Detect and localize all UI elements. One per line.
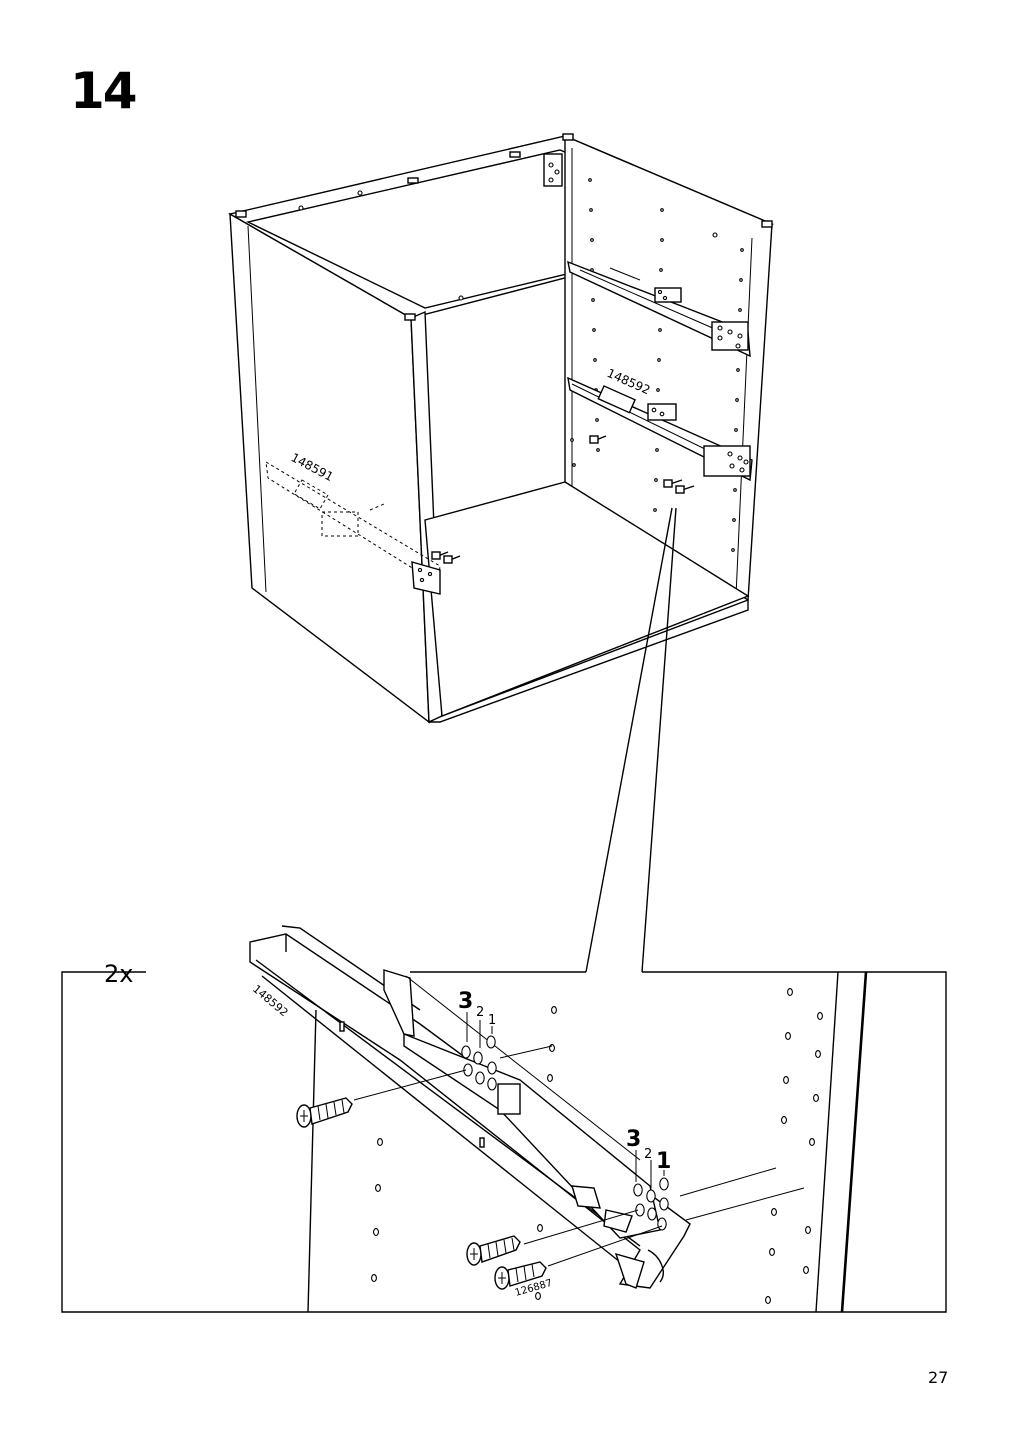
lower-drawer-rail bbox=[567, 376, 753, 494]
upper-hole-label-1: 1 bbox=[488, 1013, 496, 1028]
detail-rail-part-label: 148592 bbox=[250, 982, 291, 1019]
left-drawer-rail-hidden bbox=[265, 461, 461, 595]
lower-hole-label-2: 2 bbox=[644, 1147, 652, 1162]
detail-panel-holes bbox=[371, 988, 823, 1304]
page-number: 27 bbox=[928, 1368, 949, 1387]
upper-drawer-rail bbox=[567, 260, 751, 358]
cabinet-frame: 148592 148591 bbox=[228, 133, 775, 724]
back-panel-holes bbox=[570, 178, 744, 552]
upper-hole-label-3: 3 bbox=[458, 989, 473, 1014]
detail-drawer-rail bbox=[249, 925, 691, 1289]
step-number: 14 bbox=[70, 62, 138, 120]
detail-box: 2x 148592 126887 3 2 1 3 2 1 bbox=[61, 925, 947, 1313]
lower-hole-label-1: 1 bbox=[656, 1149, 671, 1174]
quantity-label: 2x bbox=[104, 960, 133, 988]
lower-hole-label-3: 3 bbox=[626, 1127, 641, 1152]
callout-pointer bbox=[585, 507, 677, 973]
upper-hole-label-2: 2 bbox=[476, 1005, 484, 1020]
screw-lower-2 bbox=[494, 1261, 547, 1290]
screw-upper bbox=[296, 1097, 353, 1128]
screw-lower-1 bbox=[466, 1235, 521, 1266]
